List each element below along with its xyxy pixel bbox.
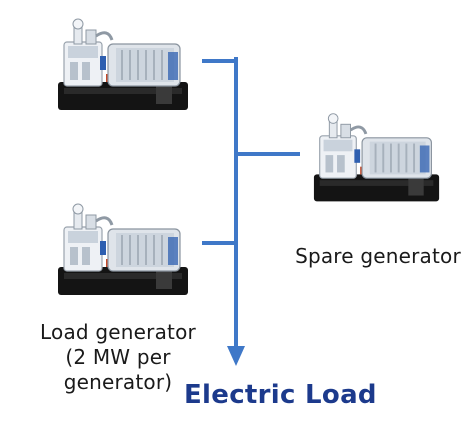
spare-generator-label: Spare generator <box>295 244 461 268</box>
load-label-line1: Load generator <box>40 320 196 344</box>
electric-load-label: Electric Load <box>184 380 377 410</box>
down-arrow-icon <box>227 346 245 366</box>
connector-lines <box>202 57 300 348</box>
load-label-line3: generator) <box>63 370 173 394</box>
generator-icon <box>312 111 441 204</box>
generator-icon <box>56 202 190 297</box>
load-generator-label: Load generator (2 MW per generator) <box>18 320 218 395</box>
generator-icon <box>56 17 190 112</box>
load-label-line2: (2 MW per <box>65 345 171 369</box>
